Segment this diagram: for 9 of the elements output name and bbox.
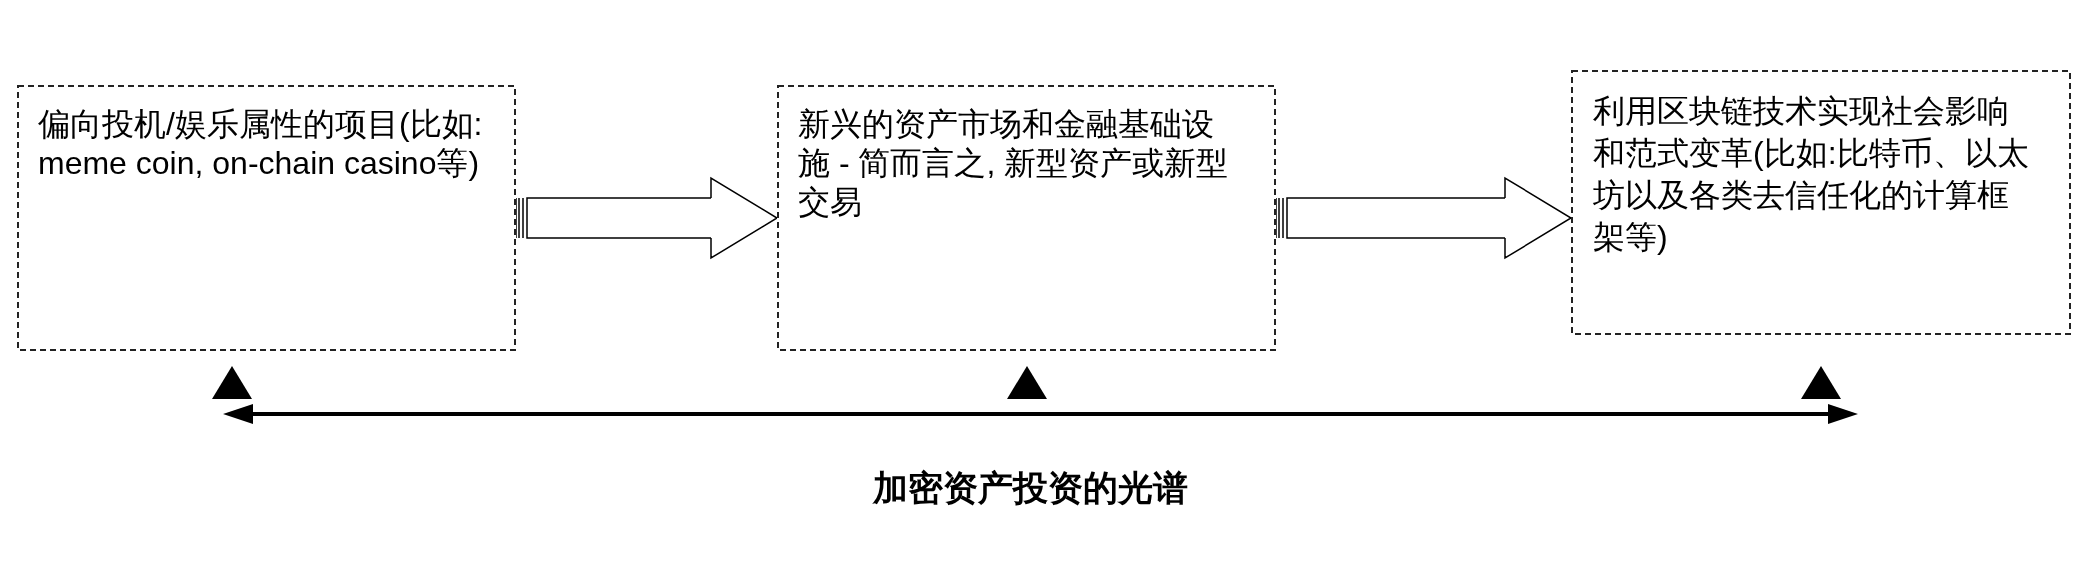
block-arrow (515, 177, 778, 259)
description-text: 利用区块链技术实现社会影响和范式变革(比如:比特币、以太坊以及各类去信任化的计算框架等) (1593, 92, 2030, 257)
block-arrow (1275, 177, 1572, 259)
category-box (17, 85, 516, 351)
category-box (1571, 70, 2071, 335)
axis-caption: 加密资产投资的光谱 (872, 468, 1188, 508)
description-text: 偏向投机/娱乐属性的项目(比如: meme coin, on-chain casino等) (38, 105, 484, 183)
category-box (777, 85, 1276, 351)
description-text: 新兴的资产市场和金融基础设施 - 简而言之, 新型资产或新型交易 (798, 105, 1230, 222)
